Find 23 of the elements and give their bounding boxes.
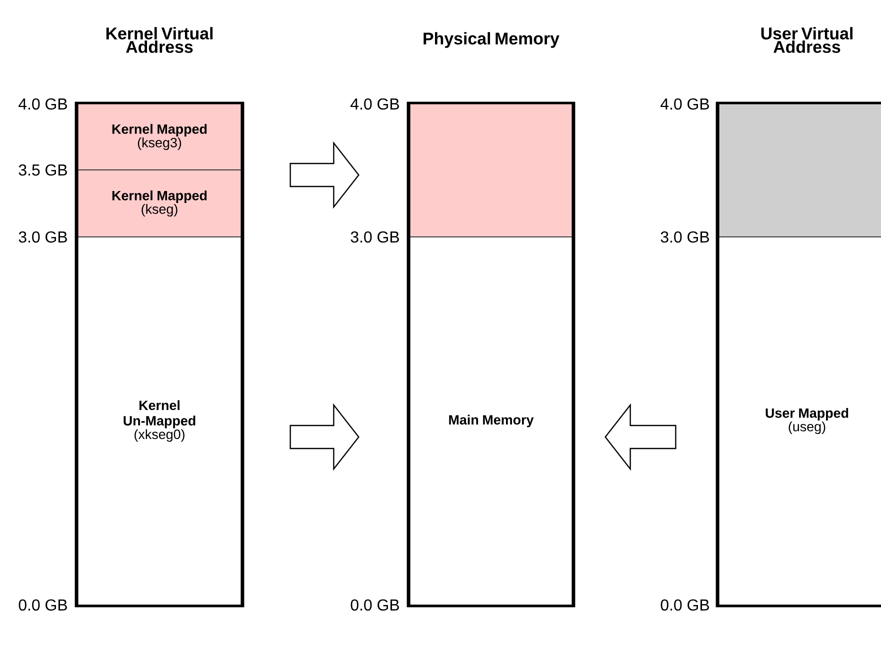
memory-segment: Kernel Mapped (kseg) [78,170,242,238]
axis-label: 4.0 GB [350,98,399,110]
axis-label: 3.0 GB [660,231,709,243]
axis-label: 0.0 GB [18,599,67,611]
memory-segment [410,104,572,238]
axis-label: 0.0 GB [660,599,709,611]
node-label: Physical Memory [424,32,560,48]
memory-segment [718,104,881,238]
axis-label: 3.0 GB [18,231,67,243]
memory-segment: User Mapped (useg) [718,236,881,606]
memory-segment: Kernel Un-Mapped (xkseg0) [78,236,242,606]
block-arrow [290,403,360,471]
memory-segment: Main Memory [410,236,572,606]
axis-label: 3.5 GB [18,164,67,176]
block-arrow [604,403,676,471]
memory-segment: Kernel Mapped (kseg3) [78,104,242,170]
axis-label: 0.0 GB [350,599,399,611]
node-label: Kernel Virtual Address [106,27,213,53]
block-arrow [290,141,360,209]
axis-label: 3.0 GB [350,231,399,243]
axis-label: 4.0 GB [660,98,709,110]
axis-label: 4.0 GB [18,98,67,110]
node-label: User Virtual Address [761,27,852,53]
